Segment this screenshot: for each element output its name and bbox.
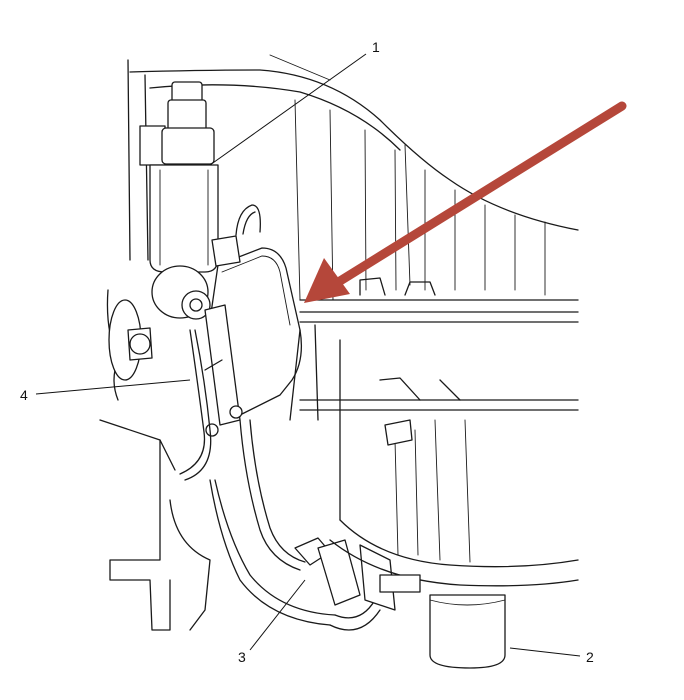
leader-4	[35, 379, 191, 395]
control-module	[204, 204, 303, 437]
leader-2	[509, 647, 581, 657]
callout-2: 2	[586, 649, 594, 665]
left-frame	[99, 59, 211, 631]
part-2-cup	[429, 594, 506, 669]
part-4-bracket	[108, 299, 153, 381]
indicator-arrow	[304, 101, 627, 303]
callout-leaders	[35, 53, 581, 657]
leader-1	[209, 53, 367, 166]
blower-motor	[289, 324, 579, 593]
part-1-cylinder	[139, 81, 219, 320]
wiring-harness	[179, 329, 381, 631]
arrow-head	[304, 258, 350, 303]
arrow-shaft	[327, 101, 627, 291]
callout-1: 1	[372, 39, 380, 55]
callout-labels: 1 2 3 4	[20, 39, 594, 665]
callout-4: 4	[20, 387, 28, 403]
callout-3: 3	[238, 649, 246, 665]
leader-3	[249, 579, 306, 651]
part-3-connector	[294, 537, 396, 611]
